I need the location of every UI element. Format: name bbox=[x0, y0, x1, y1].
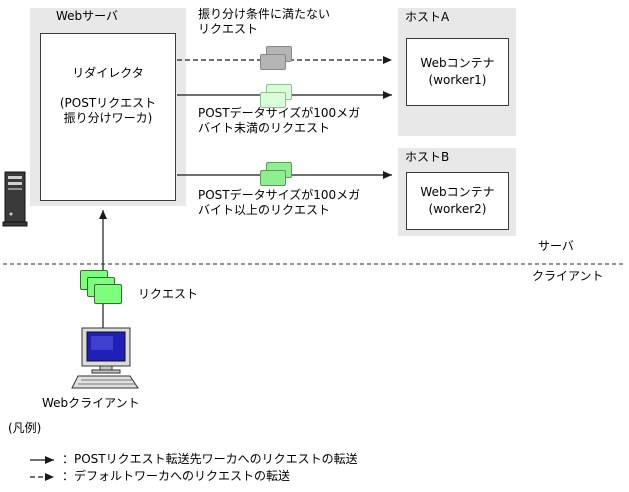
document-stack-lightgreen-icon bbox=[260, 84, 294, 110]
redirector-subtitle: (POSTリクエスト 振り分けワーカ) bbox=[41, 96, 175, 126]
request-document-stack-icon bbox=[80, 270, 126, 308]
document-sheet bbox=[260, 54, 286, 70]
web-container-b-label: Webコンテナ bbox=[420, 185, 495, 199]
document-sheet bbox=[260, 170, 286, 186]
legend-solid-label: ：POSTリクエスト転送先ワーカへのリクエストの転送 bbox=[62, 452, 358, 466]
web-client-label: Webクライアント bbox=[42, 396, 140, 410]
legend-title: (凡例) bbox=[8, 421, 42, 435]
worker2-label: (worker2) bbox=[428, 202, 487, 216]
host-a-title: ホストA bbox=[405, 10, 450, 24]
web-container-a-box: Webコンテナ (worker1) bbox=[406, 38, 509, 106]
web-server-title: Webサーバ bbox=[56, 9, 119, 23]
default-flow-label-line1: 振り分け条件に満たない bbox=[198, 7, 331, 21]
web-container-a-label: Webコンテナ bbox=[420, 56, 495, 70]
server-zone-label: サーバ bbox=[538, 239, 574, 253]
document-stack-gray-icon bbox=[260, 46, 294, 72]
request-label: リクエスト bbox=[138, 287, 199, 301]
host-b-title: ホストB bbox=[405, 150, 450, 164]
web-container-b-box: Webコンテナ (worker2) bbox=[406, 172, 509, 230]
default-flow-label: 振り分け条件に満たない リクエスト bbox=[198, 7, 330, 37]
legend-dashed-label: ：デフォルトワーカへのリクエストの転送 bbox=[62, 469, 291, 483]
redirector-title: リダイレクタ bbox=[72, 66, 144, 80]
redirector-box: リダイレクタ (POSTリクエスト 振り分けワーカ) bbox=[40, 33, 176, 201]
small-post-flow-label-line1: POSTデータサイズが100メガ bbox=[198, 106, 361, 120]
document-stack-green-icon bbox=[260, 162, 294, 188]
worker1-label: (worker1) bbox=[428, 73, 487, 87]
document-sheet bbox=[94, 284, 122, 304]
large-post-flow-label-line1: POSTデータサイズが100メガ bbox=[198, 188, 361, 202]
redirector-subtitle-line2: 振り分けワーカ) bbox=[63, 111, 153, 125]
client-zone-label: クライアント bbox=[532, 269, 604, 283]
redirector-subtitle-line1: (POSTリクエスト bbox=[59, 96, 157, 110]
desktop-computer-icon bbox=[68, 326, 144, 399]
large-post-flow-label: POSTデータサイズが100メガ バイト以上のリクエスト bbox=[198, 188, 360, 218]
server-tower-icon bbox=[2, 170, 30, 233]
default-flow-label-line2: リクエスト bbox=[198, 22, 259, 36]
large-post-flow-label-line2: バイト以上のリクエスト bbox=[198, 203, 331, 217]
small-post-flow-label-line2: バイト未満のリクエスト bbox=[198, 121, 331, 135]
document-sheet bbox=[260, 92, 286, 108]
small-post-flow-label: POSTデータサイズが100メガ バイト未満のリクエスト bbox=[198, 106, 360, 136]
